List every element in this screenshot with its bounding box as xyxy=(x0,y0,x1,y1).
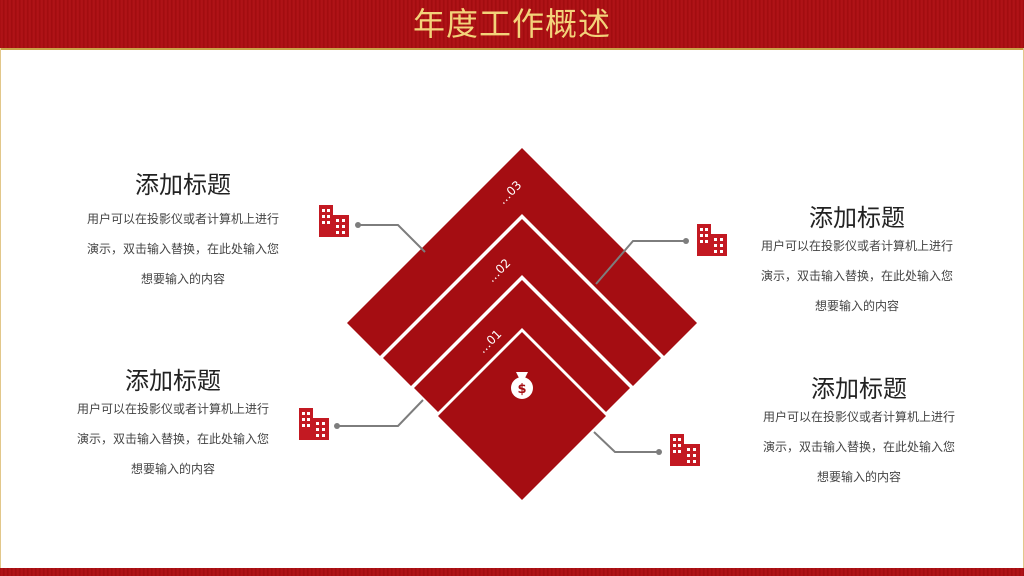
svg-text:$: $ xyxy=(517,382,526,397)
block-text-line: 想要输入的内容 xyxy=(130,462,215,476)
block-text-line: 用户可以在投影仪或者计算机上进行 xyxy=(76,402,269,416)
block-heading: 添加标题 xyxy=(811,375,907,403)
footer-bar xyxy=(0,568,1024,576)
block-text-line: 演示，双击输入替换，在此处输入您 xyxy=(76,432,269,446)
block-text-line: 用户可以在投影仪或者计算机上进行 xyxy=(760,239,953,253)
text-block-top-right: 添加标题 用户可以在投影仪或者计算机上进行 演示，双击输入替换，在此处输入您 想… xyxy=(752,203,962,321)
block-heading: 添加标题 xyxy=(125,367,221,395)
block-text-line: 用户可以在投影仪或者计算机上进行 xyxy=(86,212,279,226)
connector-bottom-left xyxy=(334,399,424,429)
block-text-line: 演示，双击输入替换，在此处输入您 xyxy=(760,269,953,283)
money-bag-icon: $ xyxy=(511,372,533,399)
block-text-line: 演示，双击输入替换，在此处输入您 xyxy=(762,440,955,454)
left-border xyxy=(0,48,1,568)
step-band-01 xyxy=(414,280,630,412)
block-heading: 添加标题 xyxy=(809,204,905,232)
block-text-line: 用户可以在投影仪或者计算机上进行 xyxy=(762,410,955,424)
building-icon xyxy=(299,408,329,440)
core-diamond xyxy=(438,332,606,500)
text-block-bottom-right: 添加标题 用户可以在投影仪或者计算机上进行 演示，双击输入替换，在此处输入您 想… xyxy=(754,374,964,492)
block-heading: 添加标题 xyxy=(135,171,231,199)
block-text-line: 想要输入的内容 xyxy=(816,470,901,484)
step-band-02 xyxy=(383,219,661,386)
building-icon xyxy=(319,205,349,237)
block-text-line: 想要输入的内容 xyxy=(140,272,225,286)
text-block-bottom-left: 添加标题 用户可以在投影仪或者计算机上进行 演示，双击输入替换，在此处输入您 想… xyxy=(68,366,278,484)
text-block-top-left: 添加标题 用户可以在投影仪或者计算机上进行 演示，双击输入替换，在此处输入您 想… xyxy=(78,170,288,294)
block-text-line: 想要输入的内容 xyxy=(814,299,899,313)
connector-top-left xyxy=(355,222,426,253)
block-text-line: 演示，双击输入替换，在此处输入您 xyxy=(86,242,279,256)
step-band-03 xyxy=(347,148,697,356)
building-icon xyxy=(670,434,700,466)
building-icon xyxy=(697,224,727,256)
connector-top-right xyxy=(595,238,689,285)
connector-bottom-right xyxy=(593,431,662,455)
header-bar xyxy=(0,0,1024,50)
page-title: 年度工作概述 xyxy=(412,5,611,43)
